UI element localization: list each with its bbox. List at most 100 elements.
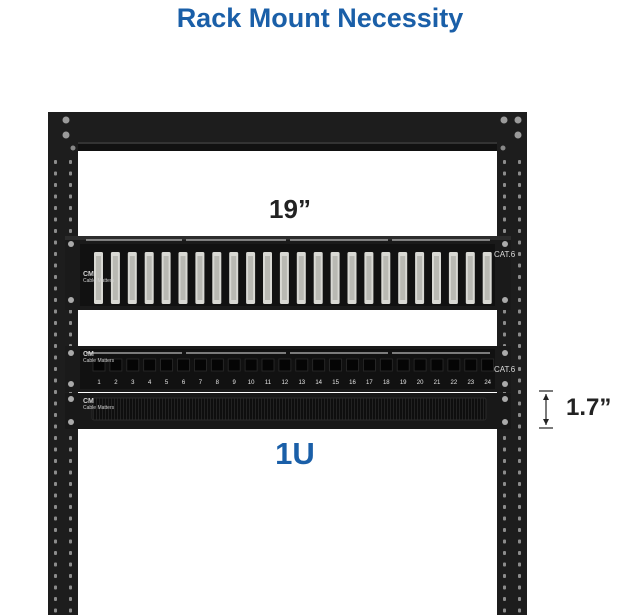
keystone-shadow xyxy=(265,256,270,300)
ethernet-port xyxy=(177,358,190,372)
rack-hole xyxy=(518,263,521,268)
port-number: 1 xyxy=(97,380,101,386)
rack-hole xyxy=(518,286,521,291)
rack-hole xyxy=(518,332,521,337)
keystone-shadow xyxy=(180,256,186,300)
ethernet-port xyxy=(126,358,140,372)
port-number: 3 xyxy=(131,380,135,386)
rack-hole xyxy=(54,562,57,567)
rack-hole xyxy=(518,562,521,567)
rack-hole xyxy=(518,539,521,544)
rack-hole xyxy=(54,401,57,406)
rack-hole xyxy=(54,505,57,509)
rack-hole xyxy=(69,516,72,521)
keystone-shadow xyxy=(146,256,152,300)
rack-hole xyxy=(69,470,72,475)
rack-hole xyxy=(54,263,57,268)
rack-hole xyxy=(54,493,57,498)
rack-hole xyxy=(518,229,521,233)
rack-hole xyxy=(54,424,57,429)
rack-hole xyxy=(54,539,57,544)
rack-hole xyxy=(69,321,72,325)
port-number: 4 xyxy=(148,380,152,386)
ethernet-port xyxy=(396,358,410,372)
rack-hole xyxy=(518,355,521,360)
keystone-shadow xyxy=(231,256,237,300)
rack-hole xyxy=(503,321,506,325)
rack-hole xyxy=(503,551,506,555)
rack-hole xyxy=(54,459,57,463)
rack-hole xyxy=(54,298,57,302)
rack-hole xyxy=(54,413,57,417)
rack-hole xyxy=(54,551,57,555)
page-title: Rack Mount Necessity xyxy=(176,3,464,33)
port-number: 17 xyxy=(366,380,373,386)
rack-hole xyxy=(54,229,57,233)
rack-hole xyxy=(54,436,57,440)
rack-hole xyxy=(503,562,506,567)
rack-hole xyxy=(503,217,506,222)
rack-hole xyxy=(503,206,506,210)
ethernet-port xyxy=(464,358,478,372)
rack-hole xyxy=(518,252,521,256)
rack-hole xyxy=(69,505,72,509)
rack-hole xyxy=(54,390,57,394)
port-number: 14 xyxy=(315,380,322,386)
rack-hole xyxy=(518,171,521,176)
rack-hole xyxy=(518,574,521,578)
rack-hole xyxy=(518,585,521,590)
keystone-shadow xyxy=(281,256,287,300)
rack-hole xyxy=(54,585,57,590)
rack-hole xyxy=(69,597,72,601)
rack-hole xyxy=(503,505,506,509)
rack-hole xyxy=(518,298,521,302)
ethernet-port xyxy=(227,358,241,372)
port-number: 19 xyxy=(400,380,407,386)
brush-panel xyxy=(65,393,511,429)
keystone-shadow xyxy=(349,256,355,300)
cat-label-bottom: CAT.6 xyxy=(494,365,516,374)
rack-hole xyxy=(518,413,521,417)
rack-hole xyxy=(69,229,72,233)
rack-hole xyxy=(518,608,521,613)
port-number: 20 xyxy=(417,380,424,386)
rack-hole xyxy=(518,367,521,371)
rack-hole xyxy=(54,309,57,314)
rack-hole xyxy=(503,436,506,440)
rack-hole xyxy=(69,551,72,555)
rack-hole xyxy=(54,206,57,210)
keystone-shadow xyxy=(129,256,135,300)
ethernet-port xyxy=(92,358,106,372)
rack-hole xyxy=(503,447,506,452)
ethernet-port xyxy=(278,358,292,372)
rack-hole xyxy=(69,574,72,578)
rack-hole xyxy=(54,321,57,325)
rack-hole xyxy=(54,355,57,360)
rack-hole xyxy=(54,275,57,279)
rack-hole xyxy=(69,217,72,222)
keystone-shadow xyxy=(197,256,203,300)
port-number: 16 xyxy=(349,380,356,386)
keystone-shadow xyxy=(298,256,304,300)
rack-hole xyxy=(518,424,521,429)
keystone-shadow xyxy=(366,256,372,300)
port-number: 5 xyxy=(165,380,169,386)
port-number: 9 xyxy=(233,380,237,386)
rack-hole xyxy=(69,206,72,210)
rack-hole xyxy=(69,436,72,440)
rack-hole xyxy=(518,493,521,498)
ethernet-port xyxy=(143,358,157,372)
width-label: 19” xyxy=(269,194,311,224)
ethernet-port xyxy=(362,358,376,372)
rack-hole xyxy=(54,240,57,245)
rack-hole xyxy=(503,160,506,164)
height-dimension-marker xyxy=(539,390,553,429)
rack-hole xyxy=(518,470,521,475)
rack-unit-label: 1U xyxy=(275,436,315,471)
port-number: 8 xyxy=(216,380,220,386)
rack-hole xyxy=(518,378,521,383)
port-number: 21 xyxy=(434,380,441,386)
rack-hole xyxy=(54,332,57,337)
